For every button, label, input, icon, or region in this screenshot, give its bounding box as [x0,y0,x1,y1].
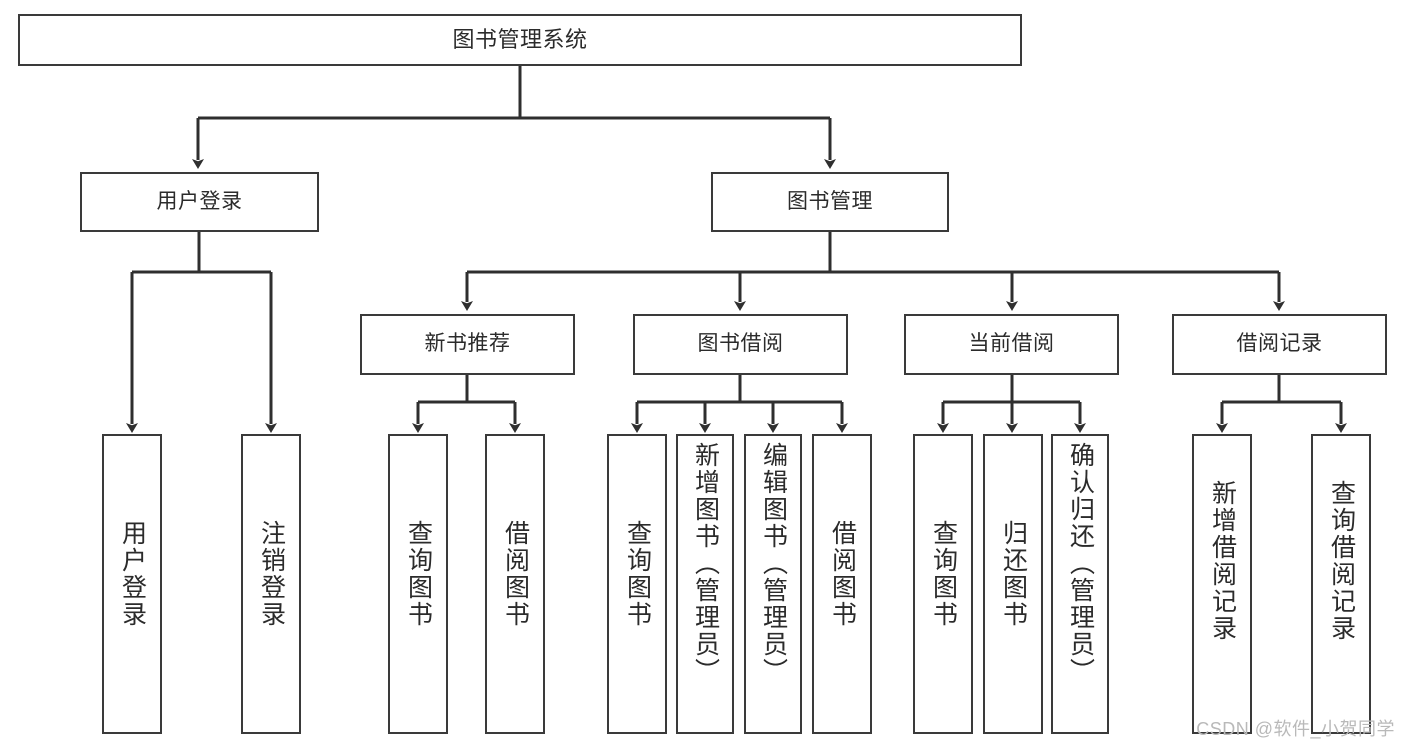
node-leaf-query-book-b-label: 查询图书 [623,520,652,628]
node-leaf-query-record[interactable]: 查询借阅记录 [1311,434,1371,734]
node-leaf-add-book[interactable]: 新增图书（管理员） [676,434,734,734]
node-new-book-recommend-label: 新书推荐 [424,332,511,356]
node-leaf-borrow-book-a-label: 借阅图书 [501,520,530,628]
node-leaf-add-record[interactable]: 新增借阅记录 [1192,434,1252,734]
node-leaf-return-book-label: 归还图书 [999,520,1028,628]
node-leaf-query-book-a-label: 查询图书 [404,520,433,628]
node-borrow-records[interactable]: 借阅记录 [1172,314,1387,375]
node-leaf-query-book-c-label: 查询图书 [929,520,958,628]
watermark: CSDN @软件_小贺同学 [1196,719,1395,739]
node-leaf-confirm-return-label: 确认归还（管理员） [1066,442,1095,685]
node-leaf-query-book-a[interactable]: 查询图书 [388,434,448,734]
node-leaf-borrow-book-b[interactable]: 借阅图书 [812,434,872,734]
node-leaf-borrow-book-b-label: 借阅图书 [828,520,857,628]
node-leaf-query-book-c[interactable]: 查询图书 [913,434,973,734]
node-leaf-logout[interactable]: 注销登录 [241,434,301,734]
node-user-login-label: 用户登录 [156,189,243,213]
node-current-borrow[interactable]: 当前借阅 [904,314,1119,375]
node-borrow-records-label: 借阅记录 [1236,332,1323,356]
node-book-borrow-label: 图书借阅 [697,332,784,356]
node-leaf-edit-book[interactable]: 编辑图书（管理员） [744,434,802,734]
node-user-login[interactable]: 用户登录 [80,172,319,232]
node-leaf-edit-book-label: 编辑图书（管理员） [759,442,788,685]
node-root-label: 图书管理系统 [452,27,588,53]
node-leaf-query-record-label: 查询借阅记录 [1327,480,1356,642]
node-leaf-borrow-book-a[interactable]: 借阅图书 [485,434,545,734]
node-current-borrow-label: 当前借阅 [968,332,1055,356]
node-leaf-user-login[interactable]: 用户登录 [102,434,162,734]
node-book-borrow[interactable]: 图书借阅 [633,314,848,375]
node-leaf-logout-label: 注销登录 [257,520,286,628]
node-book-management[interactable]: 图书管理 [711,172,949,232]
node-leaf-confirm-return[interactable]: 确认归还（管理员） [1051,434,1109,734]
node-leaf-add-record-label: 新增借阅记录 [1208,480,1237,642]
node-leaf-query-book-b[interactable]: 查询图书 [607,434,667,734]
node-leaf-return-book[interactable]: 归还图书 [983,434,1043,734]
node-new-book-recommend[interactable]: 新书推荐 [360,314,575,375]
node-leaf-add-book-label: 新增图书（管理员） [691,442,720,685]
node-book-management-label: 图书管理 [787,189,873,213]
node-leaf-user-login-label: 用户登录 [118,520,147,628]
node-root[interactable]: 图书管理系统 [18,14,1022,66]
